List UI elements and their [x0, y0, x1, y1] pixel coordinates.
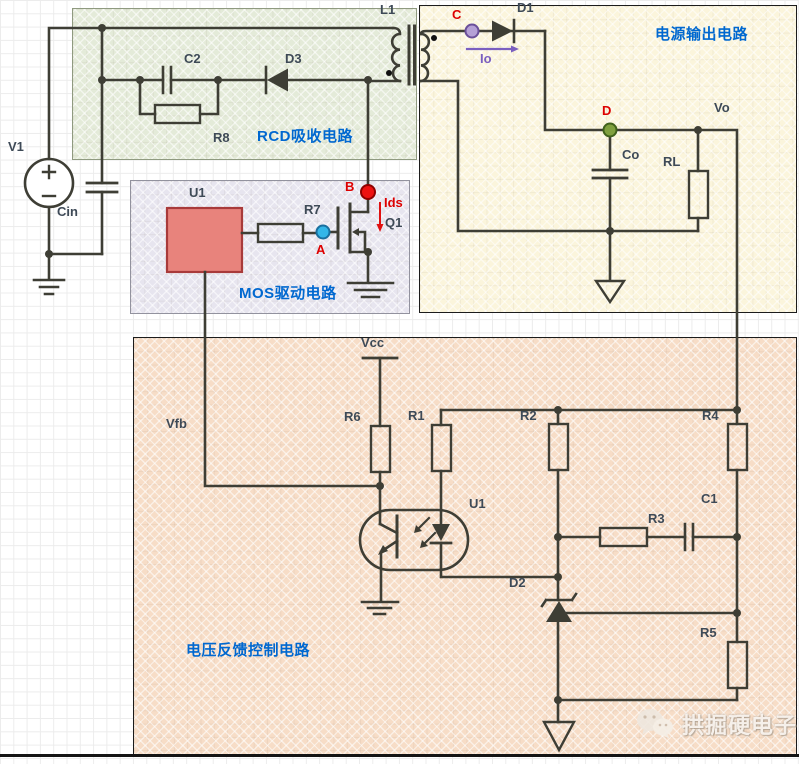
label-point-A: A [316, 242, 326, 257]
region-label-power-output: 电源输出电路 [655, 26, 749, 43]
voltage-source-V1 [23, 26, 395, 296]
label-L1: L1 [380, 2, 396, 17]
test-point-A [315, 224, 331, 240]
output-stage [492, 18, 739, 412]
label-Vfb: Vfb [166, 416, 187, 431]
test-point-B [360, 184, 376, 200]
region-rcd-snubber [72, 8, 417, 160]
label-point-D: D [602, 103, 612, 118]
label-R3: R3 [648, 511, 665, 526]
rcd-snubber-network [100, 65, 370, 125]
label-R6: R6 [344, 409, 361, 424]
label-R4: R4 [702, 408, 719, 423]
label-R8: R8 [213, 130, 230, 145]
driver-U1 [165, 206, 382, 488]
label-Cin: Cin [57, 204, 78, 219]
label-R1: R1 [408, 408, 425, 423]
label-D3: D3 [285, 51, 302, 66]
label-U1-opto: U1 [469, 496, 486, 511]
feedback-network [358, 356, 749, 753]
label-R5: R5 [700, 625, 717, 640]
capacitor-Cin [85, 26, 119, 256]
label-C2: C2 [184, 51, 201, 66]
label-Co: Co [622, 147, 640, 162]
watermark-text: 拱掘硬电子 [682, 713, 798, 738]
test-point-C [464, 23, 480, 39]
label-R7: R7 [304, 202, 321, 217]
label-Vcc: Vcc [361, 335, 385, 350]
label-point-B: B [345, 179, 355, 194]
label-Q1: Q1 [385, 215, 403, 230]
label-U1-driver: U1 [189, 185, 206, 200]
region-label-rcd: RCD吸收电路 [257, 128, 353, 145]
label-point-C: C [452, 7, 462, 22]
watermark: 拱掘硬电子 [634, 706, 797, 742]
current-arrows [376, 45, 519, 232]
wechat-icon [637, 709, 673, 739]
label-D2: D2 [509, 575, 526, 590]
region-label-voltage-feedback: 电压反馈控制电路 [186, 642, 311, 659]
region-label-mos-drive: MOS驱动电路 [239, 285, 337, 302]
label-RL: RL [663, 154, 681, 169]
bottom-border-line [0, 754, 799, 757]
label-R2: R2 [520, 408, 537, 423]
mosfet-Q1 [336, 202, 395, 299]
label-Io: Io [480, 51, 492, 66]
label-C1: C1 [701, 491, 718, 506]
transformer-L1 [366, 24, 700, 233]
test-point-markers [315, 23, 618, 240]
junction-dots [45, 24, 741, 704]
label-Ids: Ids [384, 195, 403, 210]
test-point-D [602, 122, 618, 138]
region-power-output [419, 5, 797, 313]
label-V1: V1 [8, 139, 24, 154]
label-D1: D1 [517, 0, 534, 15]
label-Vo: Vo [714, 100, 730, 115]
